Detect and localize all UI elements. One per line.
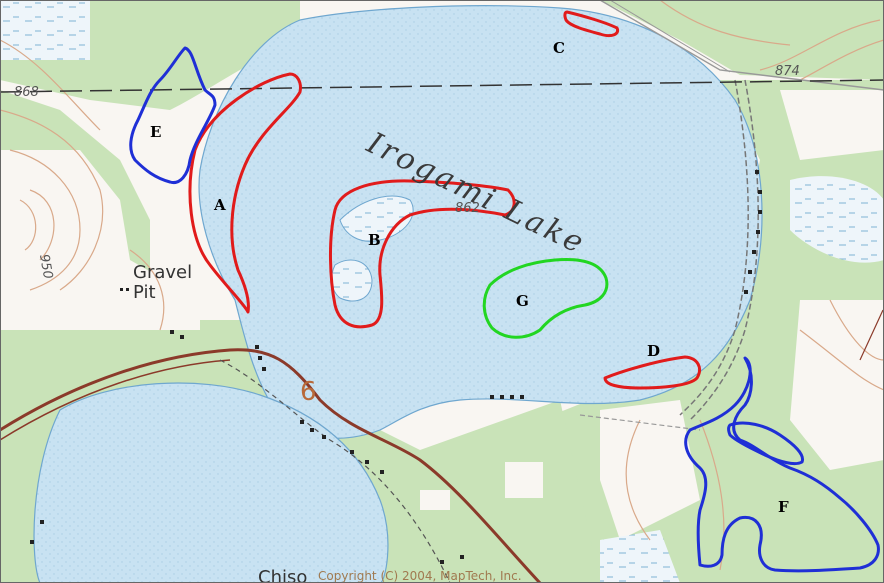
zone-d-outline[interactable] (603, 355, 701, 390)
lake-depth-label: 862 (455, 201, 480, 216)
road-label: Chiso (258, 567, 307, 583)
zone-a-outline[interactable] (188, 72, 302, 314)
zone-a-label: A (213, 196, 226, 214)
zone-d-label: D (647, 342, 660, 360)
contour-lines (0, 0, 884, 571)
section-number: 6 (300, 377, 317, 407)
zone-g-outline[interactable] (482, 258, 609, 339)
zone-e-label: E (150, 123, 161, 141)
building-markers (30, 170, 762, 564)
zone-g-label: G (516, 292, 529, 310)
zone-b-outline[interactable] (329, 179, 516, 329)
elevation-label-left: 868 (14, 85, 39, 100)
south-lake-water (33, 382, 389, 583)
gravel-pit-label-line2: Pit (133, 282, 156, 303)
zone-c-label: C (553, 39, 565, 57)
irogami-lake-water (198, 5, 763, 439)
zone-f-inner-outline (727, 421, 805, 466)
zone-c-outline[interactable] (563, 10, 620, 38)
zone-labels: A B C D E F G (150, 39, 789, 516)
elevation-label-right: 874 (775, 64, 800, 79)
copyright-notice: Copyright (C) 2004, MapTech, Inc. (318, 569, 522, 583)
zone-f-label: F (778, 498, 789, 516)
gravel-pit-label-line1: Gravel (133, 262, 192, 283)
zone-e-outline[interactable] (129, 46, 217, 185)
clearings (0, 90, 884, 540)
zone-b-label: B (368, 231, 381, 249)
island-marsh (331, 195, 414, 302)
zone-outlines (129, 10, 880, 573)
elevation-label-contour: 950 (36, 253, 55, 280)
